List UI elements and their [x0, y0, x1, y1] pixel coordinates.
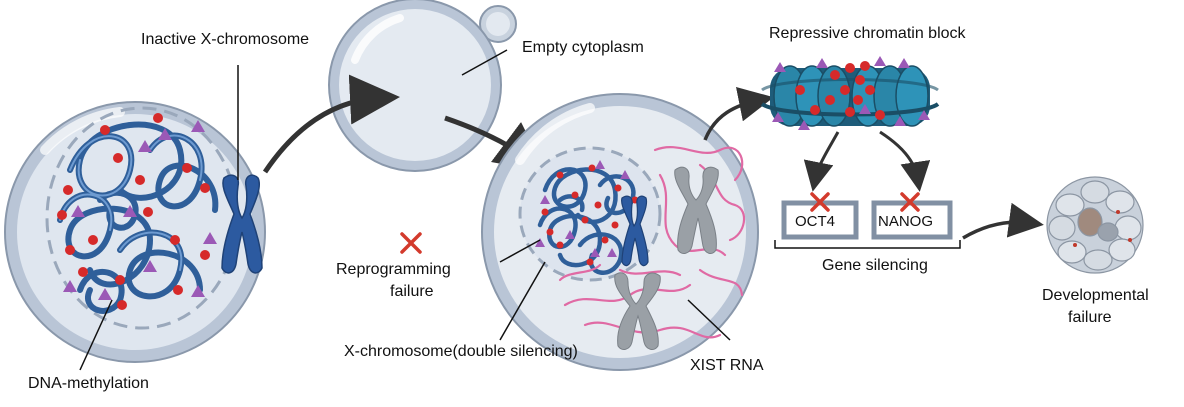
label-dna-methylation: DNA-methylation: [28, 375, 149, 392]
gene-silencing-bracket: [774, 240, 961, 249]
cross-icon: [810, 192, 830, 212]
label-reprogramming-2: failure: [390, 283, 434, 300]
triangle-marks-block: [772, 56, 930, 130]
label-oct4: OCT4: [795, 213, 835, 230]
x-chromosome-icon: [621, 195, 649, 267]
cross-icon: [400, 232, 422, 254]
cross-icon: [900, 192, 920, 212]
pointer-reprogramming: [499, 239, 541, 263]
arrow-icon: [703, 86, 774, 141]
pointer-dna-methylation: [79, 299, 113, 371]
label-gene-silencing: Gene silencing: [822, 257, 928, 274]
embryo-icon: [1046, 176, 1144, 274]
dna-tangle-left-highlight: [59, 134, 203, 271]
pointer-xist: [687, 299, 731, 341]
pointer-x-double-silencing: [499, 261, 546, 341]
left-cell: [4, 101, 266, 363]
arrow-icon: [962, 202, 1044, 240]
oct4-box: [781, 200, 859, 240]
gray-chromosome-upper: [674, 166, 719, 254]
label-xist-rna: XIST RNA: [690, 357, 764, 374]
triangle-marks-left: [63, 120, 217, 300]
label-inactive-x: Inactive X-chromosome: [141, 31, 309, 48]
label-nanog: NANOG: [878, 213, 933, 230]
label-developmental-1: Developmental: [1042, 287, 1149, 304]
label-repressive-block: Repressive chromatin block: [769, 25, 967, 42]
label-developmental-2: failure: [1068, 309, 1112, 326]
label-empty-cytoplasm: Empty cytoplasm: [522, 39, 644, 56]
arrow-icon: [262, 74, 400, 174]
arrow-icon: [803, 131, 840, 192]
label-reprogramming-1: Reprogramming: [336, 261, 451, 278]
nucleosome-icon: [760, 65, 940, 127]
methylation-dots-block: [795, 61, 885, 120]
methylation-dots-left: [57, 113, 210, 310]
empty-cytoplasm-cell: [328, 0, 517, 172]
label-x-double-silencing: X-chromosome(double silencing): [344, 343, 578, 360]
arrow-icon: [879, 130, 931, 192]
gray-chromosome-lower: [614, 272, 661, 350]
pointer-empty-cytoplasm: [461, 49, 508, 76]
x-chromosome-icon: [221, 174, 263, 274]
triangle-marks-middle: [535, 160, 630, 257]
